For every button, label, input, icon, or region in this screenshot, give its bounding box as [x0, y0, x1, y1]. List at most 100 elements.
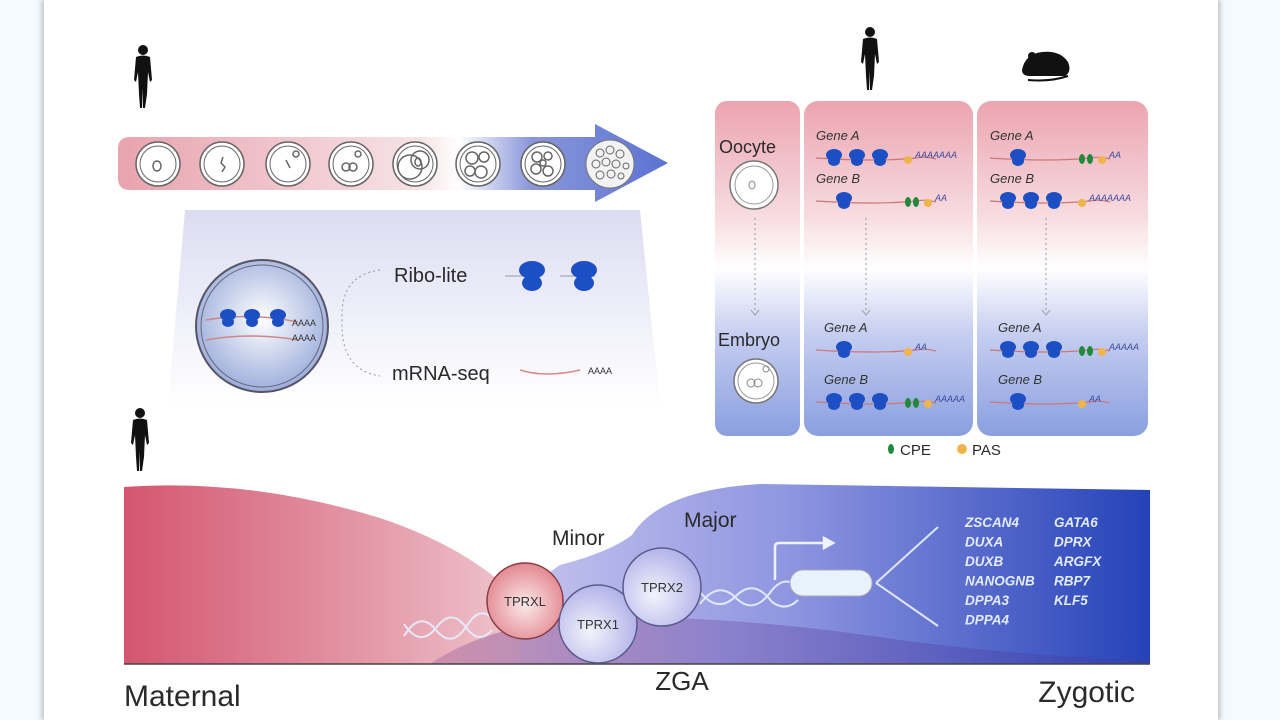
pas-element-icon [1078, 199, 1086, 207]
ribo-lite-label: Ribo-lite [394, 265, 467, 287]
figure-canvas: AAAA AAAA Ribo-lite mRNA-seq AAAA Oocyte… [118, 27, 1150, 713]
tprx2-label: TPRX2 [641, 580, 683, 595]
gene-label: Gene A [816, 128, 860, 143]
dna-helix-icon [699, 580, 799, 608]
stage-blastocyst-icon [585, 139, 635, 189]
embryo-label: Embryo [718, 330, 780, 350]
ribosome-icon [838, 348, 850, 358]
dna-helix-icon [403, 612, 493, 640]
tf-tprxl: TPRXL [486, 562, 564, 640]
ribosome-cluster-icon [220, 309, 286, 327]
transcript-mouse-oocyte-1: Gene B AAAAAAA [989, 171, 1131, 209]
transcript-mouse-embryo-0: Gene A AAAAA [989, 320, 1139, 358]
ribosome-icon [1025, 199, 1037, 209]
human-silhouette-icon [134, 45, 152, 108]
poly-a-tail-label: AA [934, 193, 947, 203]
pas-element-icon [924, 199, 932, 207]
cpe-element-icon [913, 398, 919, 408]
gene-label: Gene B [990, 171, 1034, 186]
pas-element-icon [1098, 348, 1106, 356]
ribosome-icon [851, 400, 863, 410]
stage-8cell-icon [455, 141, 501, 187]
tf-tprx2: TPRX2 [622, 547, 702, 627]
cpe-element-icon [913, 197, 919, 207]
ribosome-icon [838, 199, 850, 209]
ribosome-icon [828, 400, 840, 410]
poly-a-label: AAAA [588, 366, 612, 376]
gene-label: Gene B [824, 372, 868, 387]
cpe-element-icon [1087, 154, 1093, 164]
stage-oocyte-icon [135, 141, 181, 187]
pas-element-icon [904, 156, 912, 164]
cpe-element-icon [905, 398, 911, 408]
arrowhead-icon [750, 309, 760, 316]
stage-zygote-2-icon [265, 141, 311, 187]
zygotic-label: Zygotic [1038, 676, 1135, 709]
cpe-element-icon [1079, 346, 1085, 356]
figure-page: AAAA AAAA Ribo-lite mRNA-seq AAAA Oocyte… [44, 0, 1218, 720]
poly-a-tail-label: AAAAA [1108, 342, 1139, 352]
legend-cpe-label: CPE [900, 442, 931, 459]
cpe-element-icon [905, 197, 911, 207]
target-gene-label: DUXA [965, 535, 1003, 550]
oocyte-icon [729, 160, 779, 210]
stage-2cell-icon [328, 141, 374, 187]
stage-zygote-1-icon [199, 141, 245, 187]
maternal-wave [124, 485, 520, 664]
gene-body-icon [789, 569, 873, 597]
poly-a-tail-label: AAAAAAA [914, 150, 957, 160]
poly-a-label: AAAA [292, 318, 316, 328]
mouse-silhouette-icon [1022, 51, 1070, 82]
transcript-human-oocyte-1: Gene B AA [815, 171, 947, 209]
poly-a-tail-label: AAAAA [934, 394, 965, 404]
legend: CPE PAS [888, 442, 1001, 459]
arrowhead-icon [861, 309, 871, 316]
ribosome-icon [1025, 348, 1037, 358]
poly-a-tail-label: AAAAAAA [1088, 193, 1131, 203]
target-gene-label: DPRX [1054, 535, 1093, 550]
mrna-strand [989, 199, 1111, 204]
target-gene-label: GATA6 [1054, 515, 1098, 530]
target-gene-label: DPPA4 [965, 613, 1010, 628]
ribosome-icon [874, 156, 886, 166]
transcript-human-embryo-1: Gene B AAAAA [815, 372, 965, 410]
poly-a-tail-label: AA [914, 342, 927, 352]
zga-label: ZGA [655, 666, 709, 696]
transcript-mouse-embryo-1: Gene BAA [989, 372, 1111, 410]
ribosome-icon [1048, 348, 1060, 358]
gene-label: Gene B [816, 171, 860, 186]
target-gene-label: ZSCAN4 [964, 515, 1019, 530]
tf-tprx1: TPRX1 [558, 584, 638, 664]
gene-label: Gene A [998, 320, 1042, 335]
ribo-lite-ribosome-icons [505, 261, 597, 291]
embryo-2cell-icon [733, 358, 779, 404]
poly-a-tail-label: AA [1088, 394, 1101, 404]
poly-a-label: AAAA [292, 333, 316, 343]
stage-morula-icon [520, 141, 566, 187]
target-gene-label: KLF5 [1054, 593, 1088, 608]
gene-label: Gene A [824, 320, 868, 335]
embryo-stage-icons [135, 139, 635, 189]
minor-zga-label: Minor [552, 527, 605, 550]
cpe-element-icon [1087, 346, 1093, 356]
mrna-seq-label: mRNA-seq [392, 363, 490, 385]
tprx1-label: TPRX1 [577, 617, 619, 632]
ribosome-icon [1002, 199, 1014, 209]
target-gene-label: RBP7 [1054, 574, 1092, 589]
bracket-dotted-line [341, 269, 381, 377]
target-gene-fan-lines [875, 526, 939, 627]
ribosome-icon [1048, 199, 1060, 209]
cpe-legend-icon [888, 444, 894, 454]
ribosome-icon [1012, 400, 1024, 410]
target-gene-label: NANOGNB [965, 574, 1035, 589]
ribosome-icon [874, 400, 886, 410]
target-gene-label: ARGFX [1053, 554, 1102, 569]
target-gene-label: DUXB [965, 554, 1004, 569]
ribosome-icon [828, 156, 840, 166]
target-gene-label: DPPA3 [965, 593, 1010, 608]
poly-a-tail-label: AA [1108, 150, 1121, 160]
ribosome-icon [851, 156, 863, 166]
ribosome-icon [1012, 156, 1024, 166]
